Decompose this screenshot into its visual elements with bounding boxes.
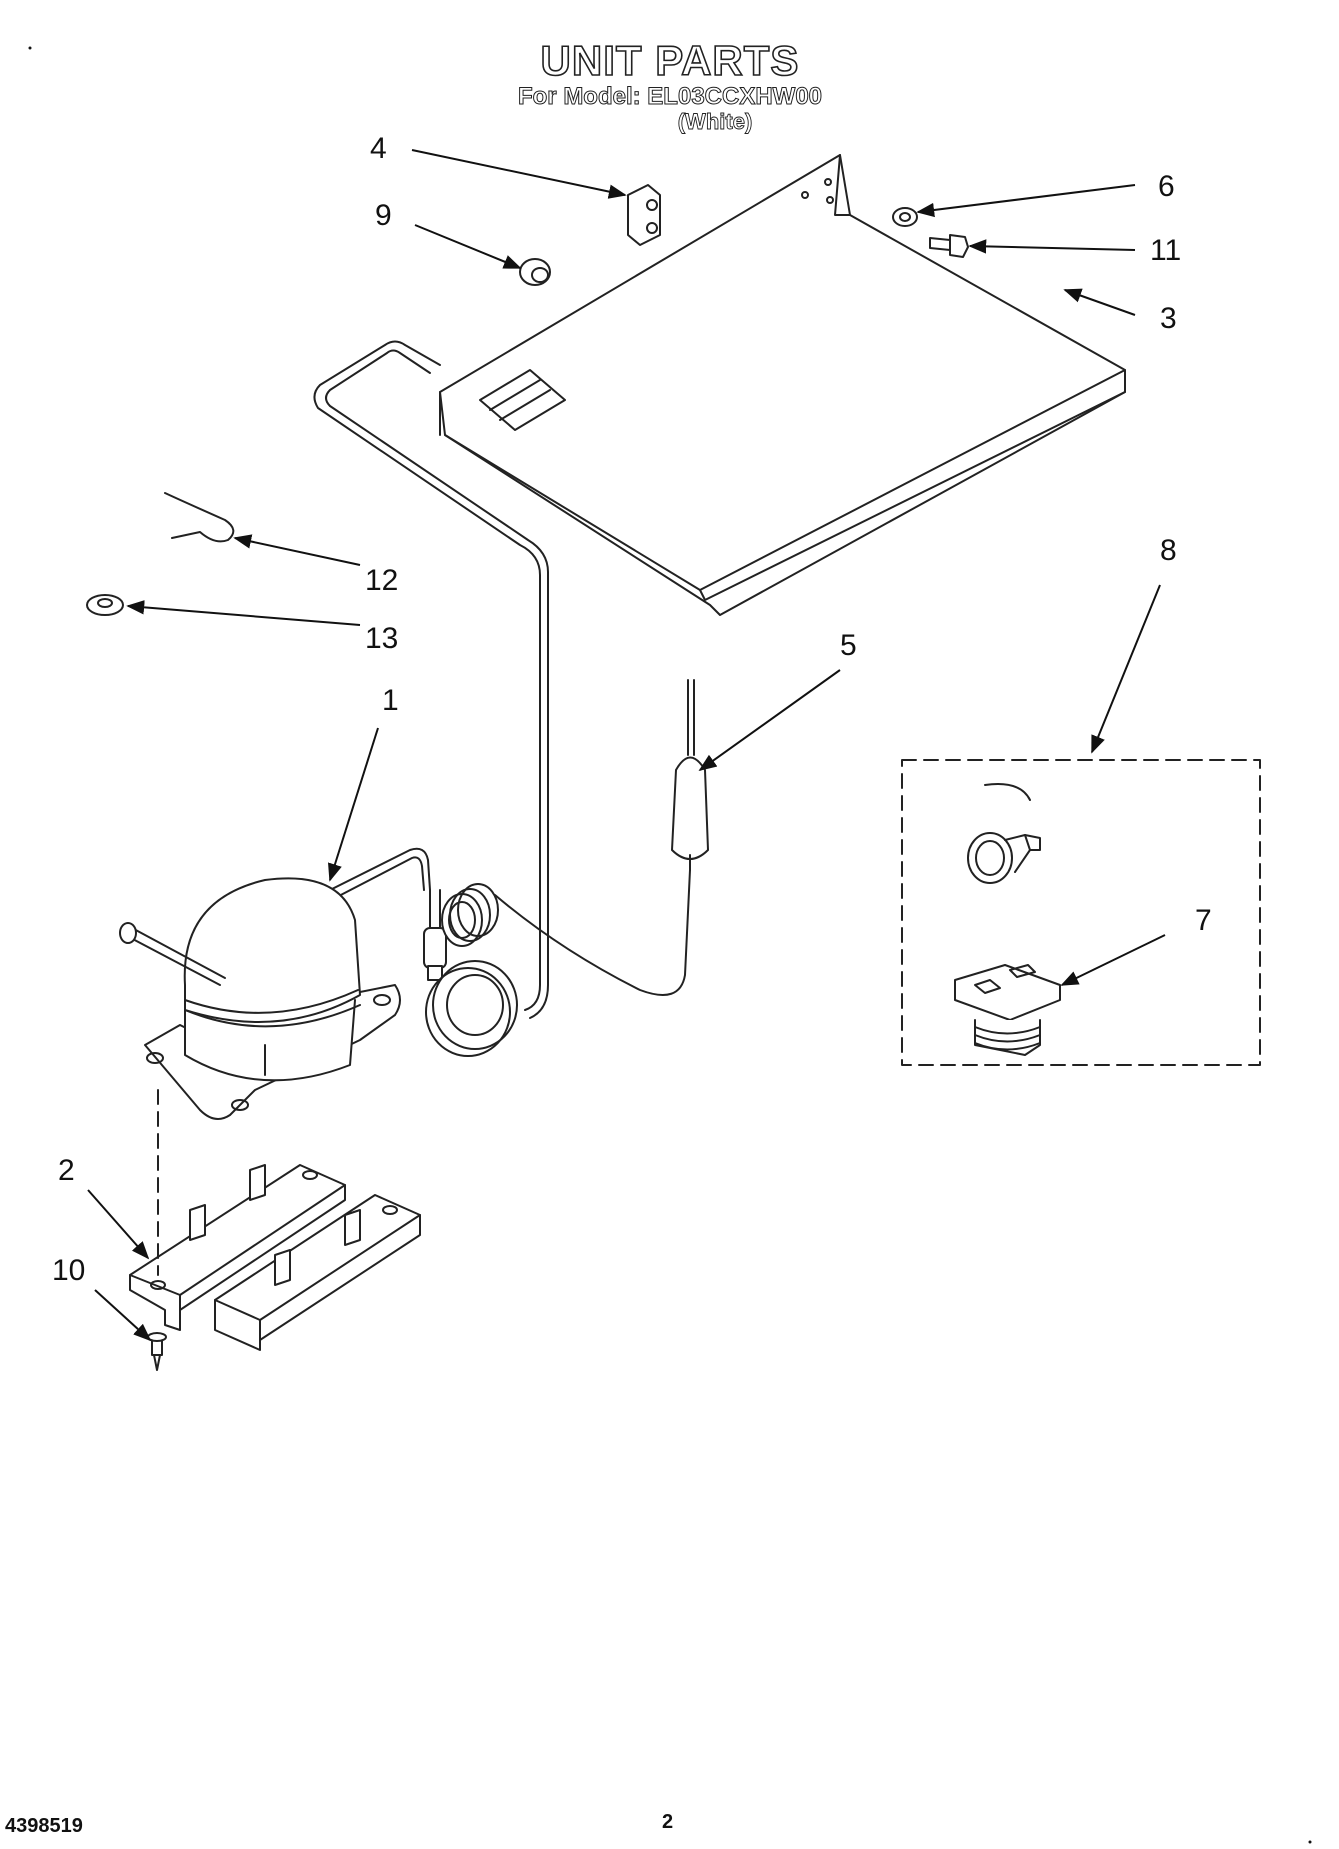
callout-12: 12 (365, 564, 398, 597)
callout-5: 5 (840, 629, 857, 662)
callout-1: 1 (382, 684, 399, 717)
callout-8: 8 (1160, 534, 1177, 567)
color-note: (White) (677, 109, 753, 134)
page-number: 2 (662, 1811, 673, 1833)
temperature-probe (671, 679, 709, 871)
flat-washer (892, 207, 918, 227)
leader-arrow-6 (916, 184, 1136, 218)
callout-3: 3 (1160, 302, 1177, 335)
leader-arrow-12 (233, 534, 361, 566)
title-block: UNIT PARTS For Model: EL03CCXHW00 (White… (440, 37, 900, 134)
callout-2: 2 (58, 1154, 75, 1187)
leader-arrow-3 (1063, 288, 1136, 316)
document-number: 4398519 (5, 1815, 83, 1837)
leader-arrow-7 (1060, 934, 1166, 986)
callout-6: 6 (1158, 170, 1175, 203)
leader-arrow-2 (87, 1189, 150, 1260)
grommet-washer (86, 594, 124, 616)
page-title: UNIT PARTS (540, 37, 800, 85)
leader-arrow-1 (328, 727, 379, 882)
mounting-screw (147, 1332, 167, 1371)
leader-arrows (87, 149, 1166, 1342)
bracket-clip (627, 184, 661, 246)
relay-overload (954, 964, 1061, 1056)
callout-11: 11 (1150, 234, 1181, 267)
callout-4: 4 (370, 132, 387, 165)
evaporator-plate (439, 154, 1126, 616)
callout-10: 10 (52, 1254, 85, 1287)
plug-button (519, 258, 551, 286)
leader-arrow-4 (411, 149, 627, 199)
leader-arrow-13 (126, 600, 361, 626)
hex-screw (929, 234, 969, 258)
model-line: For Model: EL03CCXHW00 (517, 83, 823, 110)
hairpin-clip (164, 492, 235, 543)
callout-7: 7 (1195, 904, 1212, 937)
leader-arrow-11 (968, 239, 1136, 254)
compressor (119, 877, 401, 1120)
leader-arrow-8 (1091, 584, 1161, 754)
thermostat-kit-box (901, 759, 1261, 1066)
leader-arrow-10 (94, 1289, 152, 1342)
scan-speck (28, 46, 32, 50)
thermostat-knob (967, 783, 1041, 884)
leader-arrow-9 (414, 224, 522, 269)
compressor-base-bracket (129, 1164, 421, 1351)
scan-speck (1308, 1840, 1312, 1844)
leader-arrow-5 (698, 669, 841, 772)
callout-9: 9 (375, 199, 392, 232)
callout-13: 13 (365, 622, 398, 655)
refrigerant-tubing (313, 340, 691, 1057)
